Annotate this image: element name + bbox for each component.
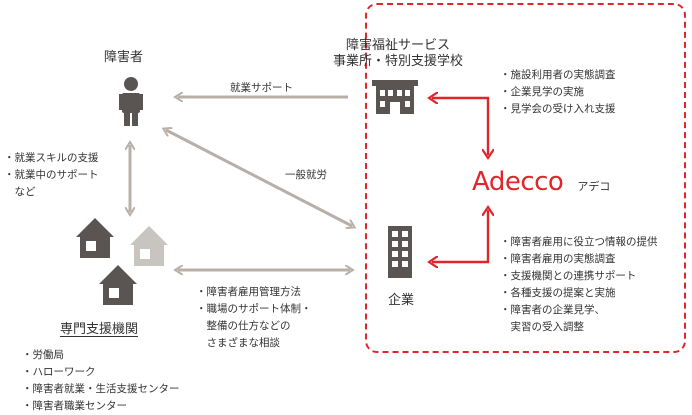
edge-label-general-employment: 一般就労 (285, 169, 327, 181)
list-item: ・就業中のサポート (4, 169, 99, 181)
list-agency-company: ・障害者雇用管理方法 ・職場のサポート体制・ 整備の仕方などの さまざまな相談 (196, 284, 312, 352)
adecco-kana: アデコ (577, 180, 611, 193)
list-item: ・障害者就業・生活支援センター (22, 383, 180, 395)
person-icon (119, 77, 143, 126)
adecco-logo: Adecco (472, 167, 564, 197)
list-item: ・企業見学の実施 (500, 86, 584, 98)
list-item: ・障害者職業センター (22, 400, 127, 412)
list-item: ・障害者雇用に役立つ情報の提供 (500, 236, 658, 248)
arrow-general-employment (166, 130, 352, 226)
house-icon (76, 218, 168, 305)
arrow-adecco-welfare (432, 98, 488, 155)
list-item: など (4, 186, 36, 198)
office-icon (388, 226, 412, 278)
list-item: ・障害者の企業見学、 (500, 304, 605, 316)
list-item: ・各種支援の提案と実施 (500, 287, 616, 299)
list-item: 実習の受入調整 (500, 321, 584, 333)
welfare-label: 障害福祉サービス 事業所・特別支援学校 (318, 38, 478, 70)
agencies-label: 専門支援機関 (60, 322, 139, 337)
person-label: 障害者 (104, 50, 144, 65)
list-agencies: ・労働局 ・ハローワーク ・障害者就業・生活支援センター ・障害者職業センター (22, 347, 180, 415)
list-adecco-company: ・障害者雇用に役立つ情報の提供 ・障害者雇用の実態調査 ・支援機関との連携サポー… (500, 234, 658, 336)
welfare-label-line1: 障害福祉サービス (345, 38, 450, 53)
list-item: ・就業スキルの支援 (4, 152, 99, 164)
list-item: ・障害者雇用管理方法 (196, 286, 301, 298)
arrow-adecco-company (432, 210, 488, 262)
list-item: ・職場のサポート体制・ (196, 303, 312, 315)
list-item: さまざまな相談 (196, 337, 280, 349)
list-item: ・ハローワーク (22, 366, 96, 378)
adecco-support-region (365, 3, 686, 353)
list-adecco-welfare: ・施設利用者の実態調査 ・企業見学の実施 ・見学会の受け入れ支援 (500, 67, 616, 118)
welfare-label-line2: 事業所・特別支援学校 (332, 54, 463, 69)
edge-label-employment-support: 就業サポート (230, 82, 293, 94)
adecco-logo-group: Adecco アデコ (472, 167, 610, 197)
list-item: ・支援機関との連携サポート (500, 270, 637, 282)
building-icon (372, 80, 418, 114)
list-item: ・労働局 (22, 349, 64, 361)
list-item: ・障害者雇用の実態調査 (500, 253, 616, 265)
list-item: 整備の仕方などの (196, 320, 291, 332)
list-item: ・見学会の受け入れ支援 (500, 103, 616, 115)
company-label: 企業 (388, 293, 415, 308)
list-person-agency: ・就業スキルの支援 ・就業中のサポート など (4, 150, 99, 201)
list-item: ・施設利用者の実態調査 (500, 69, 616, 81)
